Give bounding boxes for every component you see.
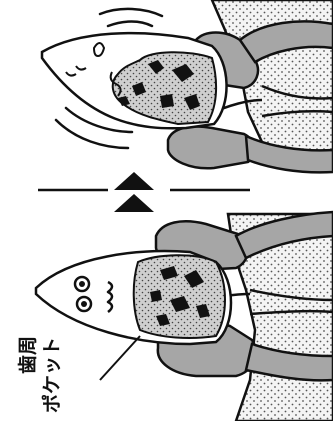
diseased-tooth-diagram (42, 0, 333, 172)
periodontal-pocket-label: 歯周 ポケット (16, 336, 63, 413)
lower-tartar (134, 255, 225, 338)
comparison-divider (38, 172, 250, 212)
double-triangle-arrow-icon (114, 172, 154, 212)
healthy-tooth-diagram (36, 212, 333, 421)
label-line1: 歯周 (16, 336, 39, 374)
upper-gum-bottom (168, 127, 254, 169)
label-line2: ポケット (40, 337, 63, 413)
label-pointer-line (100, 336, 140, 380)
